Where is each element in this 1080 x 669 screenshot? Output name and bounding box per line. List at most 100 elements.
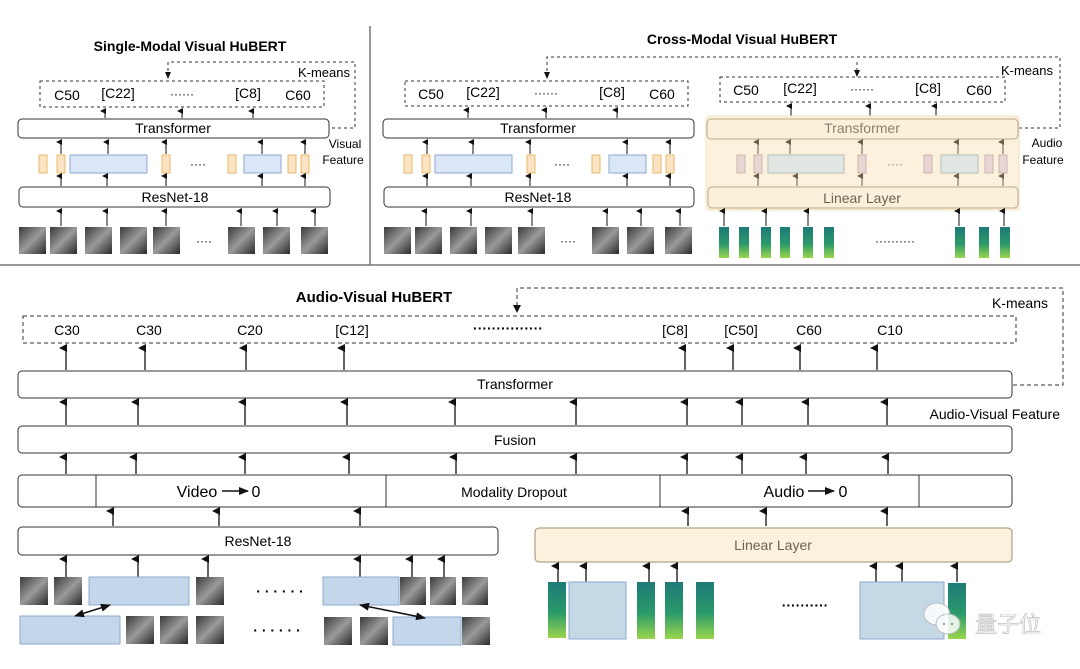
single-modal-title: Single-Modal Visual HuBERT — [94, 38, 287, 54]
swap-arrow-icon — [74, 603, 111, 618]
spectrogram-frame — [803, 227, 813, 258]
feature-token — [736, 154, 746, 174]
kmeans-arrowhead-icon — [165, 72, 171, 79]
resnet-label: ResNet-18 — [142, 189, 209, 205]
spectrogram-frame — [979, 227, 989, 258]
target-label: [C8] — [235, 85, 261, 101]
audio-visual-title: Audio-Visual HuBERT — [296, 289, 452, 306]
visual-feature-label: Feature — [322, 153, 364, 167]
spectrogram-frame — [824, 227, 834, 258]
lip-frame-image — [160, 616, 188, 644]
target-cluster-box — [39, 80, 325, 108]
spectrogram-frame — [1000, 227, 1010, 258]
visual-feature-row: ···· — [38, 154, 310, 174]
lip-frame-image — [384, 227, 411, 254]
target-label: C60 — [796, 322, 822, 338]
transformer-block — [17, 118, 330, 139]
video-zero-segment: Video 0 — [177, 484, 261, 501]
feature-token — [161, 154, 171, 174]
feature-token — [287, 154, 297, 174]
target-label: C50 — [54, 87, 80, 103]
fusion-label: Fusion — [494, 432, 536, 448]
feature-token — [38, 154, 48, 174]
audio-feature-label: Feature — [1022, 153, 1064, 167]
frames-ellipsis: ···· — [560, 234, 576, 248]
transformer-label: Transformer — [477, 376, 553, 392]
target-ellipsis: ······ — [170, 87, 194, 101]
target-label: C60 — [285, 87, 311, 103]
lip-frame-image — [324, 617, 352, 645]
feature-token — [923, 154, 933, 174]
lip-frame-image — [430, 577, 456, 605]
target-label: C30 — [54, 322, 80, 338]
spectrogram-frames: ·········· — [548, 581, 966, 640]
lip-frame-image — [126, 616, 154, 644]
spectrogram-frame — [780, 227, 790, 258]
target-label: C60 — [649, 86, 675, 102]
feature-token — [753, 154, 763, 174]
lip-frame-image — [518, 227, 545, 254]
swap-arrow-icon — [359, 602, 426, 621]
lip-frame-image — [85, 227, 112, 254]
lip-frame-image — [50, 227, 77, 254]
cross-modal-panel: Cross-Modal Visual HuBERT K-means C50 [C… — [382, 31, 1064, 258]
resnet-block — [383, 186, 695, 208]
resnet-block — [18, 186, 331, 208]
feature-ellipsis: ···· — [554, 157, 570, 171]
feature-token — [998, 154, 1008, 174]
lip-frames-row-1: · · · · · · — [20, 576, 488, 606]
target-ellipsis: ······ — [850, 82, 874, 96]
feature-token — [227, 154, 237, 174]
audio-zero-label: Audio — [764, 484, 805, 501]
kmeans-arrowhead-icon — [513, 305, 521, 313]
zero-value: 0 — [252, 484, 261, 501]
lip-frame-image — [450, 227, 477, 254]
lip-frame-image — [20, 577, 48, 605]
target-label: [C50] — [724, 322, 757, 338]
spectrogram-ellipsis: ·········· — [782, 597, 829, 613]
feature-ellipsis: ···· — [887, 157, 903, 171]
visual-target-box — [404, 80, 689, 107]
kmeans-label: K-means — [992, 295, 1048, 311]
frames-ellipsis: · · · · · · — [256, 583, 303, 599]
kmeans-feedback-line — [516, 287, 1064, 386]
transformer-block — [17, 370, 1013, 399]
masked-spectrogram-span — [568, 581, 627, 640]
masked-frame-span — [88, 576, 190, 606]
masked-frame-span — [322, 576, 400, 606]
spectrogram-frame — [637, 582, 655, 639]
zero-value: 0 — [839, 484, 848, 501]
target-label: [C8] — [599, 84, 625, 100]
frames-ellipsis: ···· — [196, 234, 212, 248]
audio-transformer-label: Transformer — [824, 120, 900, 136]
feature-token — [857, 154, 867, 174]
masked-feature-span — [434, 154, 513, 174]
masked-feature-span — [940, 154, 979, 174]
feature-token — [984, 154, 994, 174]
spectrogram-frames: ·········· — [719, 227, 1010, 258]
resnet-label: ResNet-18 — [225, 533, 292, 549]
target-label: [C22] — [466, 84, 499, 100]
masked-frame-span — [19, 615, 121, 645]
masked-feature-span — [243, 154, 282, 174]
feature-token — [56, 154, 66, 174]
lip-frame-image — [196, 577, 224, 605]
spectrogram-ellipsis: ·········· — [875, 234, 915, 248]
spectrogram-frame — [665, 582, 683, 639]
audio-feature-row: ···· — [736, 154, 1008, 174]
wechat-icon — [923, 602, 961, 635]
kmeans-feedback-line — [546, 56, 1061, 129]
feature-token — [591, 154, 601, 174]
masked-feature-span — [767, 154, 845, 174]
linear-layer-block — [534, 527, 1013, 563]
lip-frame-image — [153, 227, 180, 254]
lip-frames-row-2: · · · · · · — [19, 615, 490, 646]
masked-feature-span — [608, 154, 647, 174]
target-label: C60 — [966, 82, 992, 98]
visual-feature-label: Visual — [329, 137, 361, 151]
modality-dropout-label: Modality Dropout — [461, 484, 567, 500]
lip-frame-image — [301, 227, 328, 254]
lip-frame-image — [665, 227, 692, 254]
lip-frame-image — [462, 617, 490, 645]
